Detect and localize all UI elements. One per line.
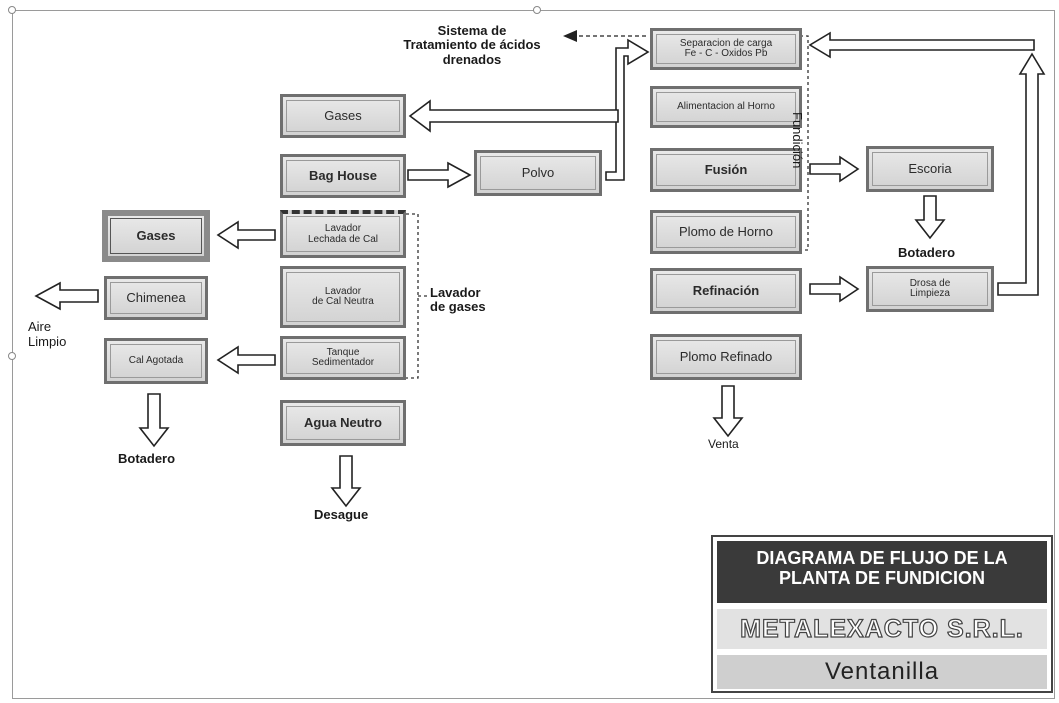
polvo-box[interactable]: Polvo xyxy=(474,150,602,196)
separacion-line2: Fe - C - Oxidos Pb xyxy=(684,48,768,59)
arrow-tanque-calagotada xyxy=(216,345,276,375)
arrow-lavador-gases xyxy=(216,220,276,250)
arrow-top-return xyxy=(808,31,1035,59)
lavador-gases-line1: Lavador xyxy=(430,285,481,300)
sistema-label: Sistema de Tratamiento de ácidos drenado… xyxy=(392,23,552,67)
alimentacion-box[interactable]: Alimentacion al Horno xyxy=(650,86,802,128)
resize-handle-top[interactable] xyxy=(533,6,541,14)
arrow-escoria-down xyxy=(914,195,946,240)
bag-house-label: Bag House xyxy=(309,168,377,184)
lavador-lechada-line1: Lavador xyxy=(324,223,362,234)
dashed-arrowhead-sistema xyxy=(563,30,577,42)
title-line2: PLANTA DE FUNDICION xyxy=(779,567,985,588)
company-name: METALEXACTO S.R.L. xyxy=(717,609,1047,649)
desague-label: Desague xyxy=(314,507,369,522)
fundicion-text: Fundición xyxy=(790,112,805,169)
sistema-line1: Sistema de xyxy=(437,23,507,38)
resize-handle-top-left[interactable] xyxy=(8,6,16,14)
fundicion-label: Fundición xyxy=(789,112,805,192)
aire-limpio-label: Aire Limpio xyxy=(28,319,67,350)
plomo-refinado-label: Plomo Refinado xyxy=(679,349,773,365)
refinacion-label: Refinación xyxy=(692,283,760,299)
venta-label: Venta xyxy=(708,437,739,451)
lavador-gases-line2: de gases xyxy=(430,299,486,315)
lavador-cal-line2: de Cal Neutra xyxy=(312,296,374,307)
arrow-polvo-separacion xyxy=(605,38,650,181)
title-line1: DIAGRAMA DE FLUJO DE LA xyxy=(756,548,1008,568)
gases-top-label: Gases xyxy=(324,108,362,124)
gases-left-box[interactable]: Gases xyxy=(102,210,210,262)
arrow-drosa-return xyxy=(997,52,1046,296)
arrow-refinado-down xyxy=(712,385,744,438)
title-banner: DIAGRAMA DE FLUJO DE LA PLANTA DE FUNDIC… xyxy=(717,541,1047,603)
arrow-chimenea-aire xyxy=(34,281,99,311)
location-name: Ventanilla xyxy=(717,655,1047,689)
arrow-calagotada-down xyxy=(138,393,170,448)
cal-agotada-label: Cal Agotada xyxy=(128,354,184,366)
fusion-box[interactable]: Fusión xyxy=(650,148,802,192)
sistema-line2: Tratamiento de ácidos xyxy=(403,37,541,53)
escoria-box[interactable]: Escoria xyxy=(866,146,994,192)
tanque-line1: Tanque xyxy=(326,346,360,358)
sistema-line3: drenados xyxy=(442,51,502,67)
fusion-label: Fusión xyxy=(704,162,748,178)
fundicion-bracket xyxy=(800,35,809,251)
botadero-right-label: Botadero xyxy=(898,245,956,260)
agua-neutro-label: Agua Neutro xyxy=(304,415,382,431)
tanque-line2: Sedimentador xyxy=(311,357,375,368)
arrow-fusion-escoria xyxy=(809,155,860,183)
polvo-label: Polvo xyxy=(521,165,555,181)
refinacion-box[interactable]: Refinación xyxy=(650,268,802,314)
escoria-label: Escoria xyxy=(908,161,952,177)
plomo-horno-box[interactable]: Plomo de Horno xyxy=(650,210,802,254)
arrow-baghouse-polvo xyxy=(407,161,472,189)
agua-neutro-box[interactable]: Agua Neutro xyxy=(280,400,406,446)
lavador-gases-label: Lavador de gases xyxy=(430,285,486,315)
aire-line1: Aire xyxy=(28,319,52,334)
gases-top-box[interactable]: Gases xyxy=(280,94,406,138)
gases-left-label: Gases xyxy=(136,228,176,244)
bag-house-box[interactable]: Bag House xyxy=(280,154,406,198)
drosa-line1: Drosa de xyxy=(909,277,951,289)
arrow-agua-down xyxy=(330,455,362,508)
lavador-lechada-line2: Lechada de Cal xyxy=(307,233,379,245)
separacion-line1: Separacion de carga xyxy=(679,37,773,49)
cal-agotada-box[interactable]: Cal Agotada xyxy=(104,338,208,384)
botadero-left-label: Botadero xyxy=(118,451,176,466)
alimentacion-label: Alimentacion al Horno xyxy=(677,100,775,112)
chimenea-label: Chimenea xyxy=(126,290,186,306)
arrow-to-gases-top xyxy=(408,99,619,133)
lavador-cal-line1: Lavador xyxy=(324,285,362,297)
aire-line2: Limpio xyxy=(28,333,67,349)
plomo-horno-label: Plomo de Horno xyxy=(679,224,773,240)
title-block: DIAGRAMA DE FLUJO DE LA PLANTA DE FUNDIC… xyxy=(711,535,1053,693)
lavador-bracket xyxy=(406,213,419,379)
chimenea-box[interactable]: Chimenea xyxy=(104,276,208,320)
arrow-refinacion-drosa xyxy=(809,275,860,303)
plomo-refinado-box[interactable]: Plomo Refinado xyxy=(650,334,802,380)
drosa-line2: Limpieza xyxy=(909,288,950,299)
resize-handle-left[interactable] xyxy=(8,352,16,360)
